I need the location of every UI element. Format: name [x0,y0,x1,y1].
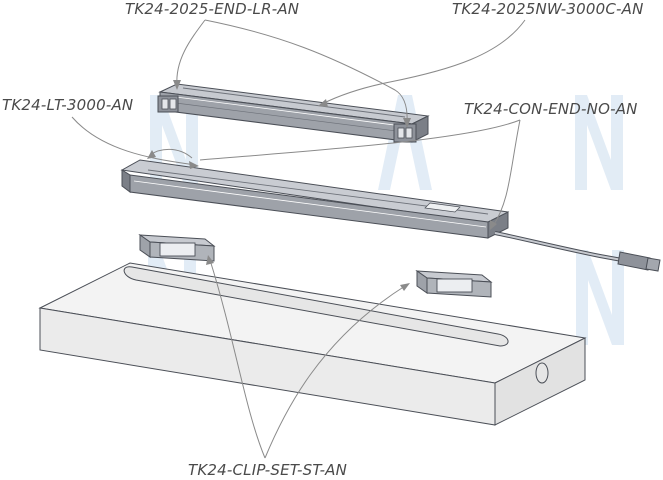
mounting-block [38,262,587,426]
clip-left [138,234,216,262]
end-cap-right [393,123,417,143]
label-end-cap-lr: TK24-2025-END-LR-AN [125,0,300,18]
label-clip-set: TK24-CLIP-SET-ST-AN [188,461,348,479]
label-profile-lt: TK24-LT-3000-AN [2,96,134,114]
profile-nw-part [158,83,430,143]
cable-connector [494,231,661,272]
clip-right [415,270,493,298]
label-connector-end: TK24-CON-END-NO-AN [464,100,638,118]
end-cap-left [157,95,179,113]
profile-lt-part [120,159,510,239]
leader-lines [71,19,526,459]
label-profile-nw: TK24-2025NW-3000C-AN [452,0,644,18]
leader-arrowheads [147,80,497,291]
